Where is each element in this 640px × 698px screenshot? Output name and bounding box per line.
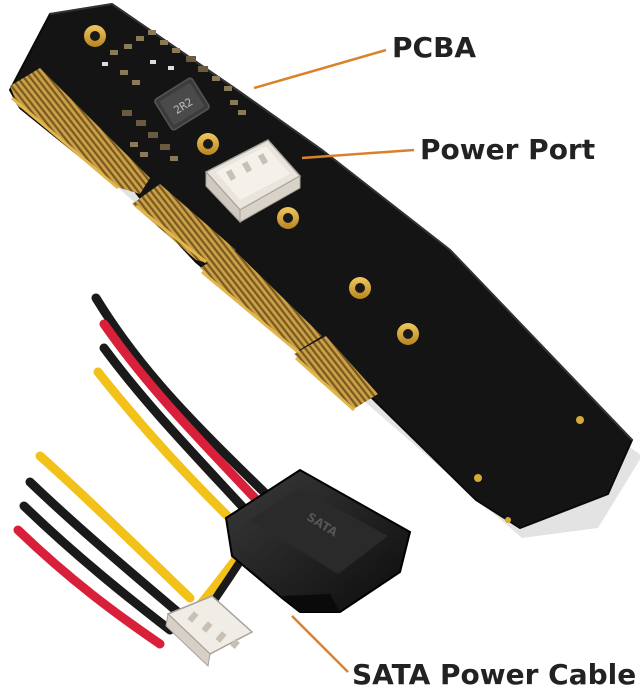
pcb-board: 2R2 bbox=[8, 2, 640, 538]
callout-leaders bbox=[253, 48, 415, 673]
power-port-label: Power Port bbox=[420, 133, 596, 166]
inductor-chip: 2R2 bbox=[154, 77, 210, 131]
pcba-leader-line bbox=[253, 48, 387, 90]
board-body bbox=[8, 2, 634, 530]
edge-fingers-2 bbox=[132, 184, 236, 264]
sata-leader-line bbox=[291, 615, 349, 673]
sata-power-plug: SATA bbox=[224, 468, 412, 613]
edge-fingers-1 bbox=[10, 68, 150, 194]
power-port-leader-line bbox=[301, 148, 415, 160]
sata-cable-wires bbox=[13, 293, 273, 649]
pcba-label: PCBA bbox=[392, 31, 477, 64]
power-port-connector bbox=[204, 139, 302, 224]
sata-power-cable-label: SATA Power Cable bbox=[352, 658, 637, 691]
edge-fingers-3 bbox=[200, 248, 322, 352]
edge-fingers-4 bbox=[294, 336, 378, 410]
smd-components bbox=[102, 30, 246, 161]
fan-connector bbox=[165, 595, 254, 668]
mounting-holes bbox=[84, 25, 584, 523]
